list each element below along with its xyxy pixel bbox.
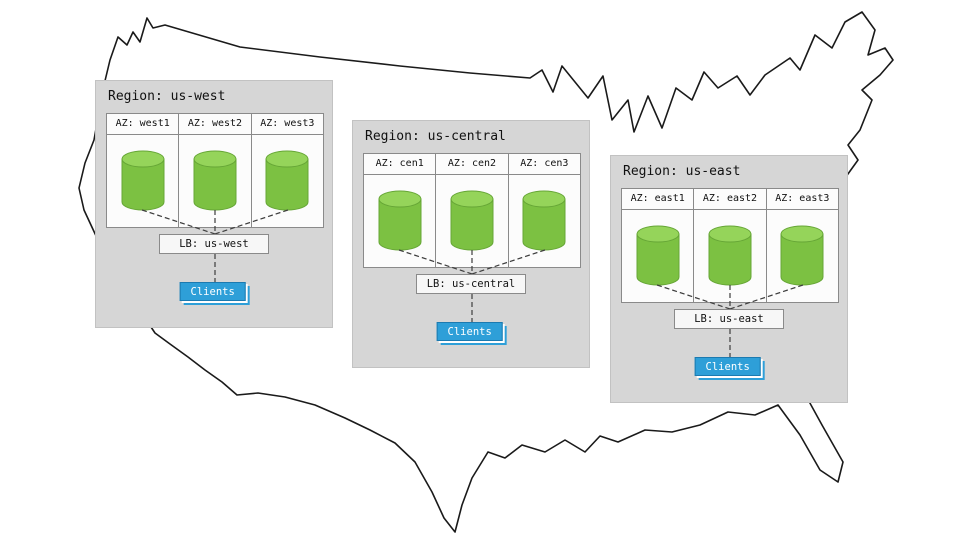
az-label: AZ: east3: [766, 189, 838, 210]
region-us-east: Region: us-east AZ: east1 AZ: east2 AZ: …: [610, 155, 848, 403]
database-cylinder-icon: [364, 175, 435, 267]
database-cylinder-icon: [252, 135, 323, 227]
load-balancer: LB: us-central: [416, 274, 526, 294]
region-title: Region: us-west: [108, 89, 226, 104]
az-column: AZ: west2: [178, 114, 251, 227]
database-cylinder-icon: [436, 175, 507, 267]
az-panel: AZ: west1 AZ: west2 AZ: west3: [106, 113, 324, 228]
database-cylinder-icon: [767, 210, 838, 302]
database-cylinder-icon: [694, 210, 765, 302]
clients-box: Clients: [436, 322, 503, 341]
az-label: AZ: east1: [622, 189, 694, 210]
az-label: AZ: cen1: [364, 154, 436, 175]
clients-box: Clients: [694, 357, 761, 376]
az-label: AZ: west3: [251, 114, 323, 135]
region-title: Region: us-east: [623, 164, 741, 179]
az-column: AZ: west3: [250, 114, 323, 227]
az-column: AZ: east1: [622, 189, 694, 302]
clients-box: Clients: [179, 282, 246, 301]
database-cylinder-icon: [179, 135, 250, 227]
az-label: AZ: east2: [694, 189, 766, 210]
region-us-west: Region: us-west AZ: west1 AZ: west2 AZ: …: [95, 80, 333, 328]
az-panel: AZ: cen1 AZ: cen2 AZ: cen3: [363, 153, 581, 268]
az-label: AZ: west2: [179, 114, 251, 135]
az-label: AZ: west1: [107, 114, 179, 135]
database-cylinder-icon: [107, 135, 178, 227]
az-column: AZ: west1: [107, 114, 179, 227]
region-title: Region: us-central: [365, 129, 506, 144]
az-column: AZ: cen1: [364, 154, 436, 267]
az-column: AZ: east2: [693, 189, 766, 302]
az-label: AZ: cen2: [436, 154, 508, 175]
az-column: AZ: cen2: [435, 154, 508, 267]
az-panel: AZ: east1 AZ: east2 AZ: east3: [621, 188, 839, 303]
az-label: AZ: cen3: [508, 154, 580, 175]
az-column: AZ: cen3: [507, 154, 580, 267]
load-balancer: LB: us-west: [159, 234, 269, 254]
load-balancer: LB: us-east: [674, 309, 784, 329]
region-us-central: Region: us-central AZ: cen1 AZ: cen2 AZ:…: [352, 120, 590, 368]
database-cylinder-icon: [622, 210, 693, 302]
database-cylinder-icon: [509, 175, 580, 267]
az-column: AZ: east3: [765, 189, 838, 302]
